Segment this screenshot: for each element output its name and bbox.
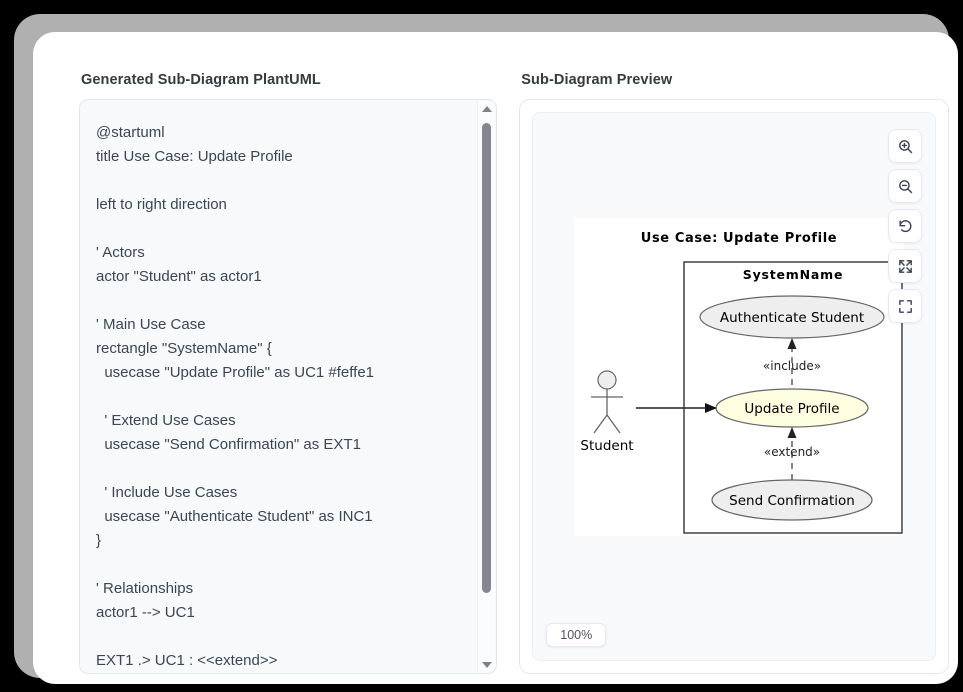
preview-stage[interactable]: Use Case: Update Profile SystemName Auth… bbox=[532, 112, 936, 661]
fullscreen-button[interactable] bbox=[888, 289, 922, 323]
window-frame: Generated Sub-Diagram PlantUML @startuml… bbox=[14, 14, 958, 684]
uml-diagram-svg: Use Case: Update Profile SystemName Auth… bbox=[581, 231, 903, 534]
actor-student bbox=[591, 370, 624, 434]
extend-arrowhead bbox=[787, 427, 797, 438]
usecase-update-profile-label: Update Profile bbox=[745, 401, 840, 417]
zoom-in-icon bbox=[897, 138, 914, 155]
fullscreen-icon bbox=[897, 298, 914, 315]
window-surface: Generated Sub-Diagram PlantUML @startuml… bbox=[33, 32, 958, 684]
usecase-authenticate-student-label: Authenticate Student bbox=[720, 310, 864, 326]
zoom-out-button[interactable] bbox=[888, 169, 922, 203]
uml-diagram-canvas: Use Case: Update Profile SystemName Auth… bbox=[574, 218, 905, 536]
actor-student-label: Student bbox=[581, 438, 634, 454]
preview-card: Use Case: Update Profile SystemName Auth… bbox=[519, 99, 949, 674]
fit-screen-icon bbox=[897, 258, 914, 275]
zoom-level-badge[interactable]: 100% bbox=[546, 623, 607, 647]
extend-label: «extend» bbox=[764, 445, 820, 459]
reset-icon bbox=[897, 218, 914, 235]
association-arrowhead bbox=[705, 403, 718, 413]
plantuml-source-panel: Generated Sub-Diagram PlantUML @startuml… bbox=[79, 72, 498, 674]
scroll-up-arrow-icon[interactable] bbox=[478, 101, 495, 116]
zoom-in-button[interactable] bbox=[888, 129, 922, 163]
usecase-send-confirmation bbox=[711, 479, 873, 521]
workspace: Generated Sub-Diagram PlantUML @startuml… bbox=[61, 60, 963, 692]
reset-button[interactable] bbox=[888, 209, 922, 243]
fit-screen-button[interactable] bbox=[888, 249, 922, 283]
include-arrowhead bbox=[787, 338, 797, 349]
system-boundary-rect bbox=[683, 261, 903, 534]
include-label: «include» bbox=[763, 359, 821, 373]
usecase-send-confirmation-label: Send Confirmation bbox=[729, 493, 855, 509]
diagram-preview-panel: Sub-Diagram Preview bbox=[519, 72, 949, 674]
plantuml-code-container[interactable]: @startuml title Use Case: Update Profile… bbox=[79, 99, 498, 674]
code-scroll-thumb[interactable] bbox=[482, 123, 492, 593]
system-boundary-label: SystemName bbox=[743, 267, 843, 282]
preview-toolbar bbox=[888, 129, 922, 323]
code-scrollbar[interactable] bbox=[477, 101, 496, 672]
scroll-down-arrow-icon[interactable] bbox=[478, 657, 495, 672]
diagram-title: Use Case: Update Profile bbox=[641, 231, 837, 246]
diagram-preview-heading: Sub-Diagram Preview bbox=[521, 72, 673, 88]
plantuml-source-heading: Generated Sub-Diagram PlantUML bbox=[81, 72, 321, 88]
zoom-out-icon bbox=[897, 178, 914, 195]
plantuml-code-text[interactable]: @startuml title Use Case: Update Profile… bbox=[96, 124, 375, 669]
